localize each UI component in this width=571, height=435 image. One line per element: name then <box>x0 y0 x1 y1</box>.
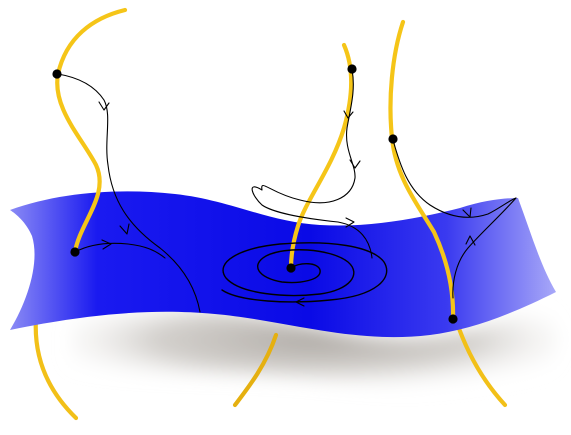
fiber-1 <box>55 7 128 255</box>
arrow-8 <box>462 207 472 218</box>
arrow-7 <box>295 297 305 307</box>
trajectory-3 <box>392 139 517 218</box>
fiber-3 <box>388 19 456 323</box>
arrow-2 <box>119 223 130 235</box>
trajectory-1b <box>74 242 166 259</box>
node-5 <box>388 134 398 144</box>
node-3 <box>347 64 357 74</box>
trajectory-2 <box>251 69 373 259</box>
arrow-9 <box>465 235 476 246</box>
arrow-4 <box>343 110 354 119</box>
spiral-focus <box>221 242 388 303</box>
trajectory-1 <box>57 73 201 313</box>
flow-lines <box>57 69 517 313</box>
manifold-surface <box>10 191 556 338</box>
arrow-3 <box>101 239 112 250</box>
node-4 <box>286 263 296 273</box>
trajectory-3b <box>452 197 517 299</box>
nodes <box>52 64 458 324</box>
fiber-1-lower <box>33 315 79 421</box>
arrow-1 <box>98 101 110 111</box>
fiber-2-lower <box>232 332 279 408</box>
node-1 <box>52 69 62 79</box>
arrowheads <box>98 101 476 307</box>
node-6 <box>448 314 458 324</box>
arrow-5 <box>349 159 361 169</box>
fiber-2 <box>288 42 354 271</box>
manifold-shadow <box>70 300 558 390</box>
arrow-6 <box>345 217 355 228</box>
node-2 <box>70 247 80 257</box>
